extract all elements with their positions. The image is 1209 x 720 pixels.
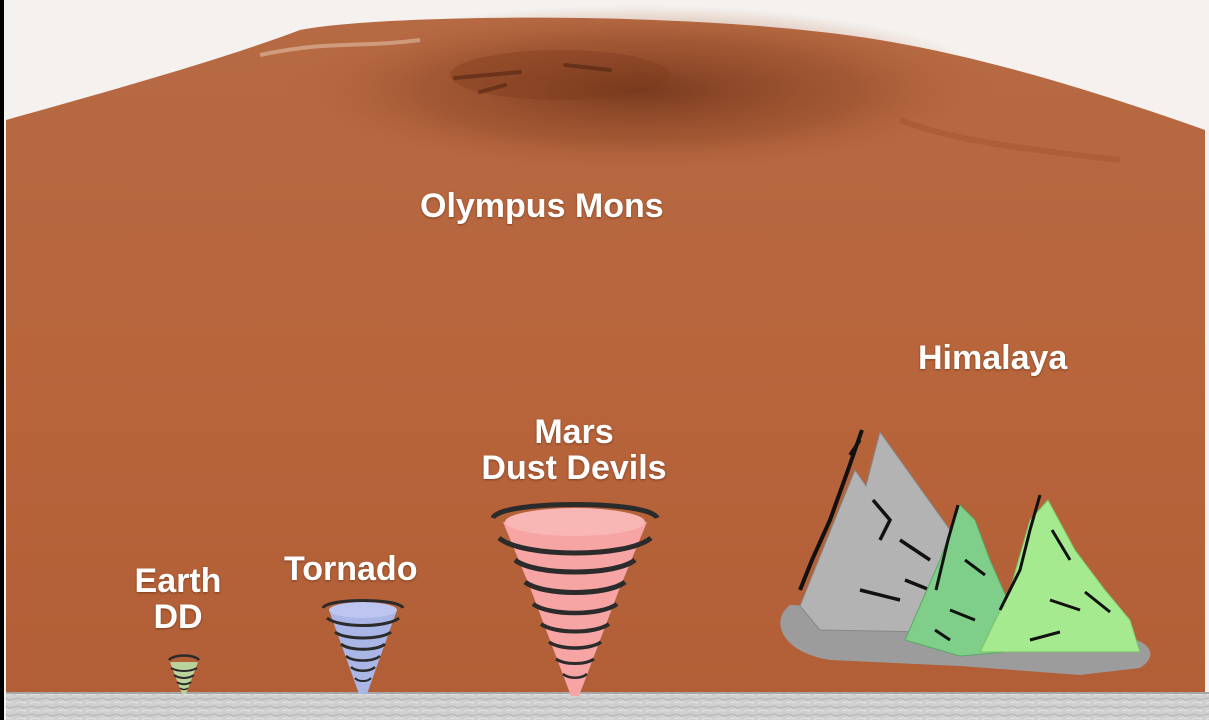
ground-strip: [6, 693, 1209, 720]
tornado-label: Tornado: [284, 550, 418, 588]
earth-dd-label-line1: Earth: [134, 562, 222, 600]
mars-dust-devils-label-line2: Dust Devils: [481, 449, 667, 487]
olympus-mons-label: Olympus Mons: [420, 187, 664, 225]
mars-dust-devil-icon: [490, 502, 660, 696]
earth-dd-label-line2: DD: [153, 598, 203, 636]
earth-dd-label: Earth DD: [118, 563, 238, 635]
tornado-icon: [321, 599, 405, 694]
earth-dust-devil-icon: [168, 654, 200, 694]
mars-dust-devils-label-line1: Mars: [534, 413, 614, 451]
himalaya-label: Himalaya: [918, 339, 1068, 377]
mars-dust-devils-label: Mars Dust Devils: [456, 414, 692, 486]
himalaya-mountains-icon: [780, 429, 1151, 675]
